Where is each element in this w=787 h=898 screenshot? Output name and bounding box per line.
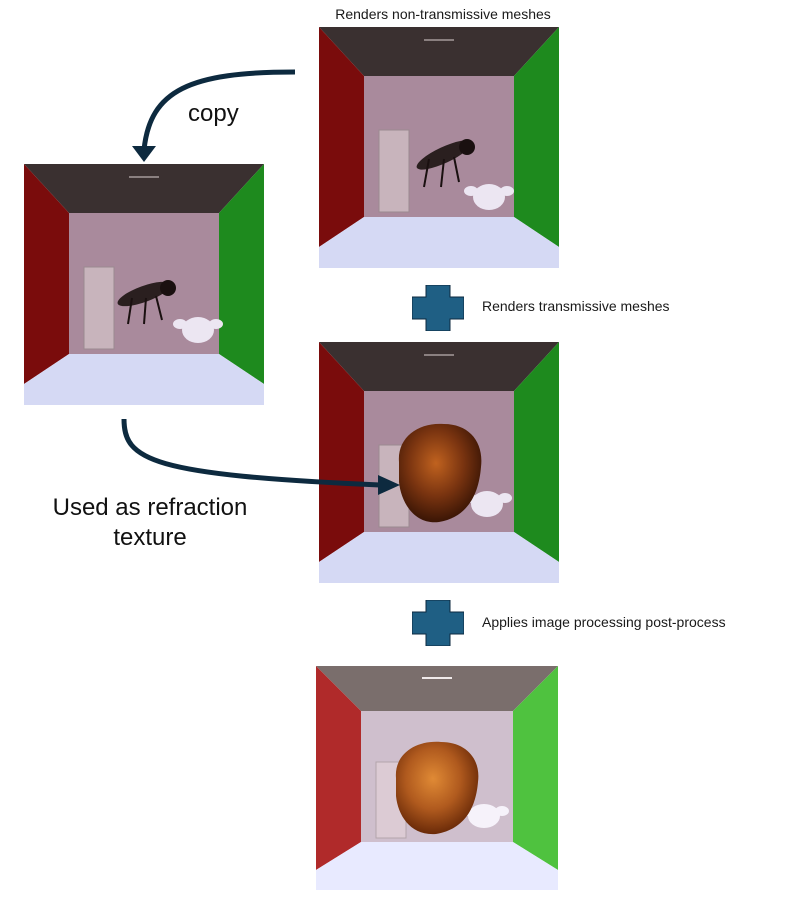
monkey-head-icon — [464, 184, 514, 210]
dragonfly-icon — [416, 139, 475, 188]
plus-icon — [412, 285, 464, 331]
right-wall — [514, 27, 559, 247]
arrow-refraction — [121, 418, 400, 495]
refraction-label-line1: Used as refraction — [52, 494, 248, 521]
jelly-blob — [398, 423, 482, 523]
refraction-label-line2: texture — [113, 524, 187, 551]
render-transmissive — [319, 342, 559, 583]
caption-non-transmissive: Renders non-transmissive meshes — [335, 6, 551, 22]
box — [378, 129, 410, 213]
caption-post-process: Applies image processing post-process — [482, 614, 726, 630]
render-copy — [24, 164, 264, 405]
floor — [319, 217, 559, 268]
left-wall — [319, 27, 364, 247]
copy-label: copy — [188, 100, 239, 127]
monkey-head-icon — [173, 317, 223, 343]
ceiling — [319, 27, 559, 76]
dragonfly-icon — [117, 280, 176, 325]
caption-transmissive: Renders transmissive meshes — [482, 298, 670, 314]
render-post-processed — [316, 666, 558, 890]
jelly-blob — [395, 741, 479, 835]
plus-icon — [412, 600, 464, 646]
arrow-copy — [132, 69, 296, 162]
render-non-transmissive — [319, 27, 559, 268]
